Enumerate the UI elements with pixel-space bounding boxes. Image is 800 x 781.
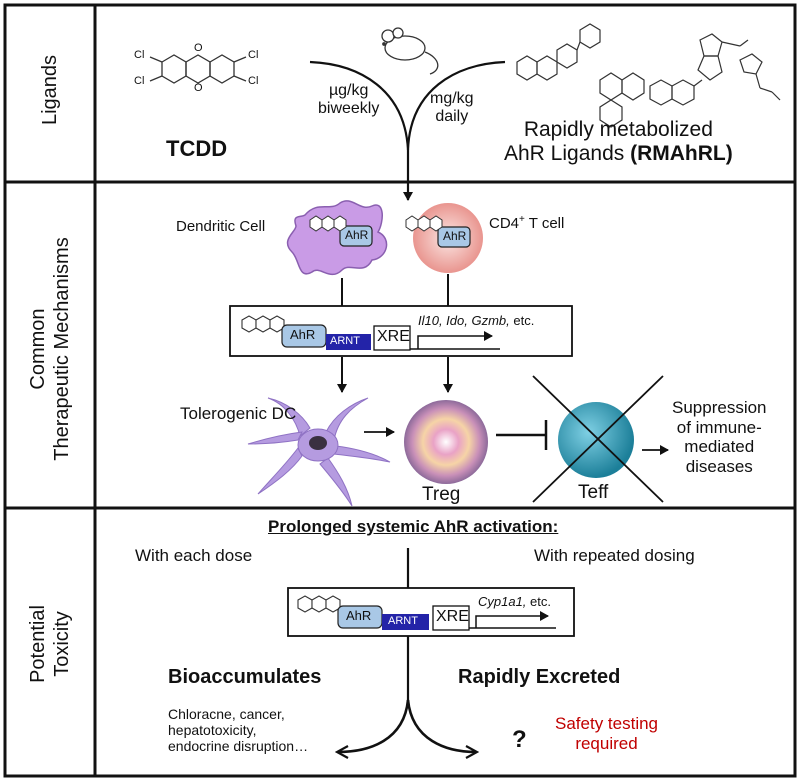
cl-label: Cl	[248, 49, 259, 61]
section-tox-line2: Toxicity	[51, 611, 73, 677]
dc-ahr-box	[339, 225, 373, 247]
rmahrl-label: Rapidly metabolized AhR Ligands (RMAhRL)	[504, 118, 733, 166]
mech-promoter-arrow	[410, 331, 500, 350]
section-tox-line1: Potential	[27, 605, 49, 683]
teff-cross-out	[532, 375, 664, 503]
section-label-toxicity: Potential Toxicity	[26, 564, 74, 724]
section-mech-line2: Therapeutic Mechanisms	[51, 237, 73, 461]
rapidly-excreted-label: Rapidly Excreted	[458, 666, 621, 688]
mech-arnt-box	[326, 334, 371, 350]
frame	[3, 3, 797, 778]
tolerogenic-dc-label: Tolerogenic DC	[180, 404, 297, 423]
tox-gene-etc: etc.	[526, 594, 551, 609]
tox-ahr-label: AhR	[346, 608, 372, 623]
tox-ligand-icon	[297, 595, 341, 613]
rmahrl-structure-icons	[516, 23, 781, 128]
tox-xre-label: XRE	[436, 608, 469, 625]
cells-to-genebox-lines	[341, 274, 449, 306]
section-label-mechanisms: Common Therapeutic Mechanisms	[26, 189, 74, 509]
tcdd-structure-icon	[149, 54, 247, 84]
tcell-ligand-icon	[405, 215, 443, 232]
with-repeated-dosing-label: With repeated dosing	[534, 546, 695, 565]
dose-left: µg/kg biweekly	[318, 82, 379, 119]
toxic-effect-line2: hepatotoxicity,	[168, 722, 257, 739]
safety-testing-label: Safety testing required	[555, 714, 658, 753]
genebox-down-arrows	[337, 357, 453, 393]
cd4-t-cell-label: CD4+ T cell	[489, 214, 564, 232]
outer-border	[3, 3, 797, 778]
cl-label: Cl	[248, 75, 259, 87]
mech-arnt-label: ARNT	[330, 335, 360, 347]
suppression-label: Suppression of immune- mediated diseases	[672, 398, 767, 476]
dose-right: mg/kg daily	[430, 90, 474, 127]
dose-left-amount: µg/kg	[328, 82, 369, 99]
tox-split-arrows	[338, 699, 476, 752]
rmahrl-line1: Rapidly metabolized	[523, 118, 713, 141]
cd4-sup: +	[519, 214, 525, 225]
toxicity-heading: Prolonged systemic AhR activation:	[268, 517, 559, 536]
treg-inhibits-teff	[496, 420, 548, 450]
safety-line2: required	[575, 733, 638, 753]
mouse-icon	[381, 27, 439, 75]
cl-label: Cl	[134, 75, 145, 87]
section-mech-line1: Common	[27, 308, 49, 390]
dose-right-frequency: daily	[435, 108, 469, 126]
tcell-ahr-label: AhR	[443, 229, 467, 243]
section-label-ligands: Ligands	[38, 30, 62, 150]
tox-xre-box	[432, 605, 470, 631]
treg-cell-shape	[404, 400, 488, 484]
tolerogenic-dc-shape	[247, 397, 391, 507]
dc-ahr-label: AhR	[345, 228, 369, 242]
o-label: O	[194, 82, 203, 94]
mech-genes-label: Il10, Ido, Gzmb, etc.	[418, 313, 535, 329]
toxic-effect-line1: Chloracne, cancer,	[168, 706, 285, 722]
unknown-question-mark: ?	[512, 726, 527, 753]
suppression-line2: of immune-	[676, 417, 762, 437]
rmahrl-line2: AhR Ligands (RMAhRL)	[504, 142, 733, 166]
suppression-line3: mediated	[684, 437, 755, 457]
tox-gene-label: Cyp1a1, etc.	[478, 594, 551, 610]
bioaccumulates-label: Bioaccumulates	[168, 666, 322, 688]
o-label: O	[194, 42, 203, 54]
mech-ligand-icon	[241, 315, 285, 333]
section-ligands-text: Ligands	[39, 54, 61, 126]
tox-arnt-label: ARNT	[388, 615, 418, 627]
dose-right-amount: mg/kg	[430, 90, 474, 107]
treg-label: Treg	[422, 484, 461, 505]
dosing-y-lines	[309, 60, 506, 201]
tox-gene-italic: Cyp1a1,	[478, 594, 527, 609]
suppression-line1: Suppression	[672, 398, 767, 417]
cd4-suffix: T cell	[524, 215, 565, 232]
mech-genes-etc: etc.	[509, 313, 535, 328]
tolerogenic-dc-nucleus	[309, 436, 327, 450]
toxic-effects-list: Chloracne, cancer, hepatotoxicity, endoc…	[168, 706, 308, 754]
rmahrl-line2-prefix: AhR Ligands	[504, 142, 631, 166]
dose-left-frequency: biweekly	[318, 100, 380, 118]
teff-label: Teff	[578, 482, 609, 503]
with-each-dose-label: With each dose	[135, 546, 253, 565]
toxic-effect-line3: endocrine disruption…	[168, 738, 309, 755]
tox-promoter-arrow	[469, 611, 556, 629]
tcell-ahr-box	[437, 226, 471, 248]
safety-line1: Safety testing	[555, 714, 659, 733]
dendritic-cell-label: Dendritic Cell	[176, 218, 266, 235]
tox-arnt-box	[382, 614, 429, 630]
mech-xre-box	[373, 325, 411, 351]
tcdd-label: TCDD	[166, 136, 228, 161]
mech-ahr-label: AhR	[290, 327, 316, 342]
suppression-line4: diseases	[685, 456, 753, 476]
dc-ligand-icon	[309, 215, 347, 232]
cd4-prefix: CD4	[489, 215, 520, 232]
mech-genes-italic: Il10, Ido, Gzmb,	[418, 313, 510, 328]
rmahrl-abbrev: (RMAhRL)	[630, 142, 733, 166]
cl-label: Cl	[134, 49, 145, 61]
mech-xre-label: XRE	[377, 328, 410, 345]
